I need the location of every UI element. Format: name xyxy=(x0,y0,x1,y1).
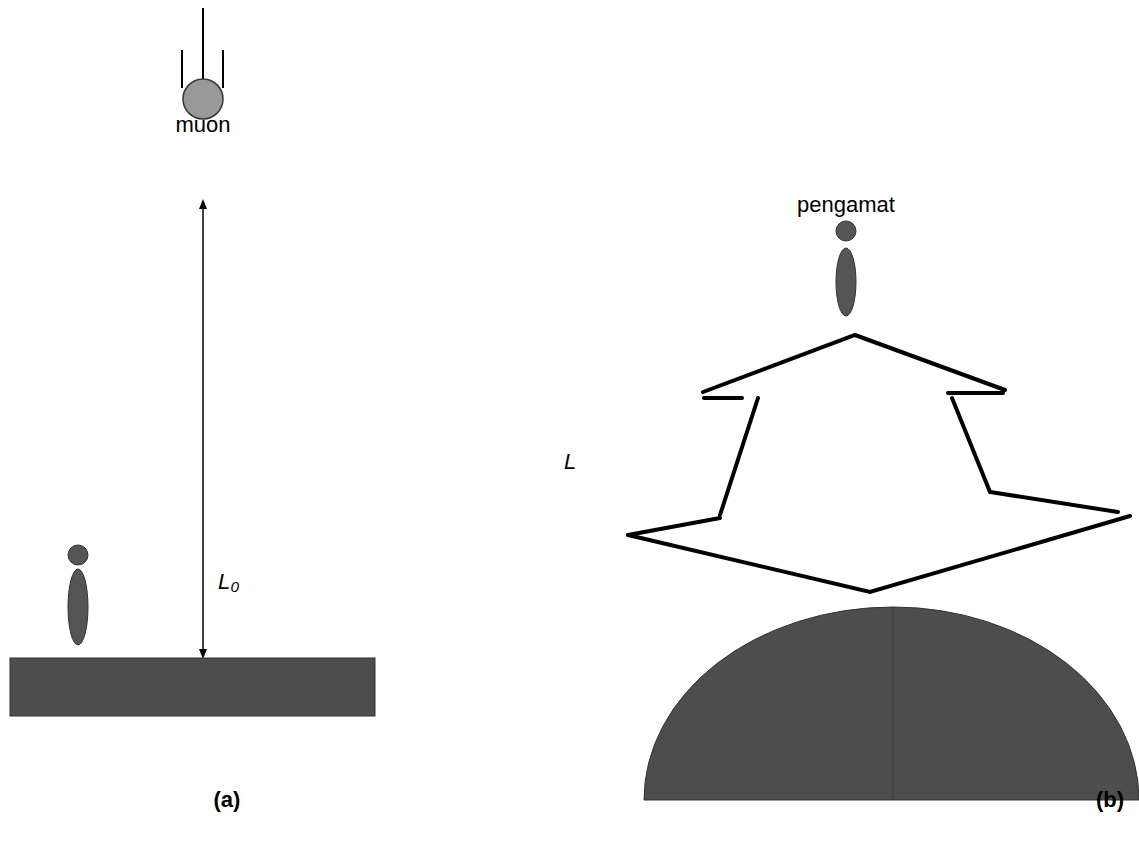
muon-trail xyxy=(222,50,224,88)
muon-trail xyxy=(202,8,204,80)
particle-label: muon xyxy=(175,113,230,137)
earth xyxy=(644,607,1139,800)
person-head xyxy=(836,221,856,241)
person-body xyxy=(68,569,88,645)
person-head xyxy=(68,545,88,565)
length-label: L xyxy=(564,450,576,474)
muon-trail xyxy=(181,50,183,88)
panel-label: (a) xyxy=(214,788,241,812)
earth-seam xyxy=(893,607,894,800)
observer-label: pengamat xyxy=(797,193,895,217)
distance-arrow xyxy=(202,204,204,654)
person-body xyxy=(836,248,856,316)
ground xyxy=(10,658,375,716)
panel-label: (b) xyxy=(1096,788,1124,812)
distance-label: L₀ xyxy=(218,570,240,594)
contracted-length-shape xyxy=(628,335,1130,592)
